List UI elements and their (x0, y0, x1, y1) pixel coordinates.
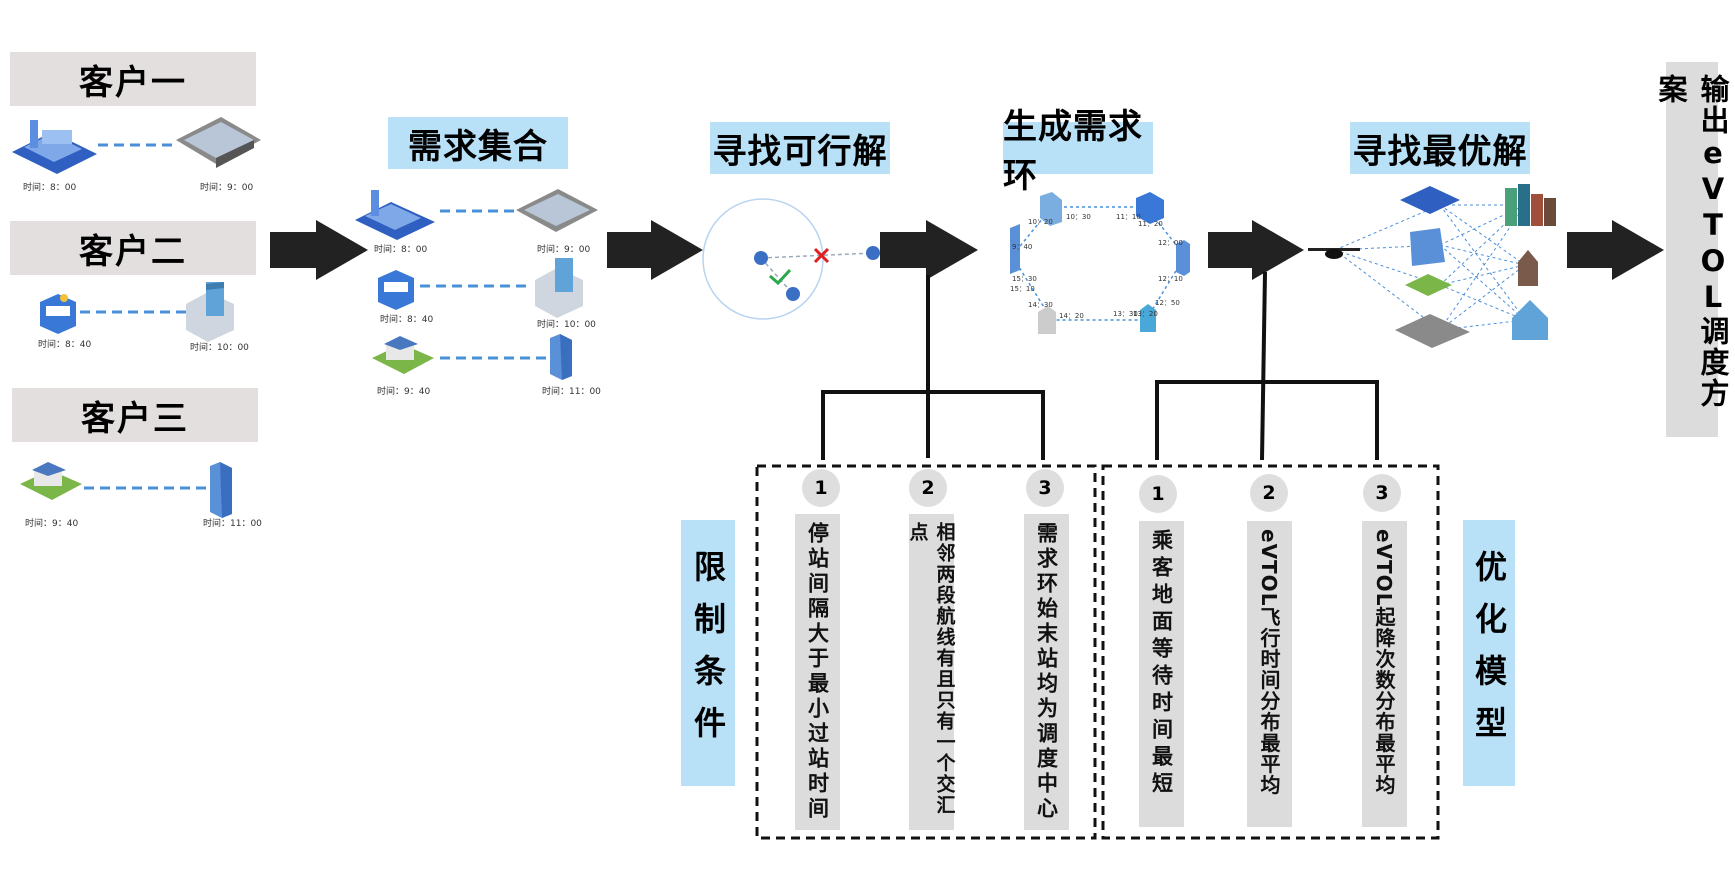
ring-time-9: 13：30 (1113, 310, 1138, 318)
demand-time-3: 时间：8：40 (380, 315, 434, 325)
demand-set-routes (355, 189, 598, 380)
step-feasible-title: 寻找可行解 (710, 122, 890, 174)
station-icon (516, 189, 598, 232)
constraint-1-card: 停站间隔大于最小过站时间 (795, 514, 840, 830)
airport-icon (1400, 186, 1460, 214)
demand-time-4: 时间：10：00 (537, 320, 596, 330)
optimization-label: 优化模型 (1463, 520, 1515, 786)
check-icon (769, 268, 792, 286)
airport-icon (12, 120, 97, 174)
step-demand-set-title: 需求集合 (388, 117, 568, 169)
hospital-icon (186, 282, 234, 342)
arrow-2 (607, 220, 703, 280)
constraint-dashed-box (755, 464, 1097, 840)
station-icon (1395, 314, 1470, 348)
optimization-bracket (1155, 271, 1379, 461)
demand-ring-graphic (1010, 192, 1190, 334)
customer-2-time-a: 时间：8：40 (38, 340, 92, 350)
optimization-dashed-box (1101, 464, 1440, 840)
demand-time-6: 时间：11：00 (542, 387, 601, 397)
tower-icon (1410, 228, 1445, 266)
optimization-3-text: eVTOL起降次数分布最平均 (1372, 529, 1396, 796)
constraint-2-number: 2 (909, 469, 947, 507)
customer-3-route (20, 462, 232, 518)
ring-time-3: 11：10 (1116, 213, 1141, 221)
step-ring-title: 生成需求环 (1003, 107, 1153, 196)
skyscraper-icon (1518, 250, 1538, 286)
ring-time-11: 14：30 (1028, 301, 1053, 309)
optimization-1-number: 1 (1139, 475, 1177, 513)
ring-time-12: 15：10 (1010, 285, 1035, 293)
city-buildings-icon (1505, 184, 1556, 226)
optimal-icons (1308, 184, 1556, 348)
constraint-3-card: 需求环始末站均为调度中心 (1024, 514, 1069, 830)
hospital-icon (1512, 300, 1548, 340)
step-optimal-title: 寻找最优解 (1350, 122, 1530, 174)
constraint-1-number: 1 (802, 469, 840, 507)
customer-1-route (12, 117, 261, 174)
ring-time-4: 11：20 (1138, 220, 1163, 228)
customer-3-title: 客户三 (12, 388, 258, 442)
customer-1-title: 客户一 (10, 52, 256, 106)
station-icon (176, 117, 261, 168)
feasible-solution-graphic (702, 198, 880, 320)
hospital-icon (535, 258, 583, 318)
optimization-3-card: eVTOL起降次数分布最平均 (1362, 521, 1407, 827)
bank-icon (378, 270, 414, 310)
flow-arrows (270, 220, 1664, 280)
optimization-2-text: eVTOL飞行时间分布最平均 (1257, 529, 1281, 796)
villa-icon (20, 462, 82, 500)
constraint-3-number: 3 (1026, 469, 1064, 507)
optimization-1-card: 乘客地面等待时间最短 (1139, 521, 1184, 827)
constraint-3-text: 需求环始末站均为调度中心 (1034, 522, 1059, 822)
ring-time-7: 12：50 (1155, 299, 1180, 307)
optimization-1-text: 乘客地面等待时间最短 (1149, 529, 1174, 799)
villa-icon (1405, 274, 1452, 296)
villa-icon (372, 336, 434, 374)
optimization-3-number: 3 (1363, 474, 1401, 512)
customer-3-time-a: 时间：9：40 (25, 519, 79, 529)
airport-icon (355, 190, 435, 240)
tower-icon (210, 462, 232, 518)
customer-2-title: 客户二 (10, 221, 256, 275)
customer-1-time-b: 时间：9：00 (200, 183, 254, 193)
demand-time-1: 时间：8：00 (374, 245, 428, 255)
ring-time-13: 15：30 (1012, 275, 1037, 283)
constraint-bracket (821, 275, 1045, 460)
constraint-2-text: 相邻两段航线有且只有一个交汇点 (906, 522, 956, 816)
customer-2-route (40, 282, 234, 342)
arrow-4 (1208, 220, 1304, 280)
customer-3-time-b: 时间：11：00 (203, 519, 262, 529)
demand-time-2: 时间：9：00 (537, 245, 591, 255)
optimal-solution-graphic (1334, 204, 1526, 331)
ring-time-14: 9：40 (1012, 243, 1033, 251)
customer-2-time-b: 时间：10：00 (190, 343, 249, 353)
arrow-5 (1567, 220, 1664, 280)
customer-1-time-a: 时间：8：00 (23, 183, 77, 193)
optimization-2-card: eVTOL飞行时间分布最平均 (1247, 521, 1292, 827)
optimization-2-number: 2 (1250, 474, 1288, 512)
arrow-1 (270, 220, 368, 280)
ring-time-8: 13：20 (1133, 310, 1158, 318)
tower-icon (550, 334, 572, 380)
constraints-label: 限制条件 (681, 520, 735, 786)
bank-icon (40, 294, 76, 334)
output-panel: 输出eVTOL调度方案 (1654, 62, 1730, 437)
output-text: 输出eVTOL调度方案 (1654, 74, 1730, 409)
cross-icon (813, 247, 830, 264)
ring-time-1: 10：20 (1028, 218, 1053, 226)
ring-time-5: 12：00 (1158, 239, 1183, 247)
demand-time-5: 时间：9：40 (377, 387, 431, 397)
ring-time-10: 14：20 (1059, 312, 1084, 320)
arrow-3 (880, 220, 978, 280)
evtol-icon (1308, 248, 1360, 259)
constraint-1-text: 停站间隔大于最小过站时间 (805, 522, 830, 822)
ring-time-6: 12：10 (1158, 275, 1183, 283)
ring-time-2: 10：30 (1066, 213, 1091, 221)
constraint-2-card: 相邻两段航线有且只有一个交汇点 (907, 514, 956, 830)
